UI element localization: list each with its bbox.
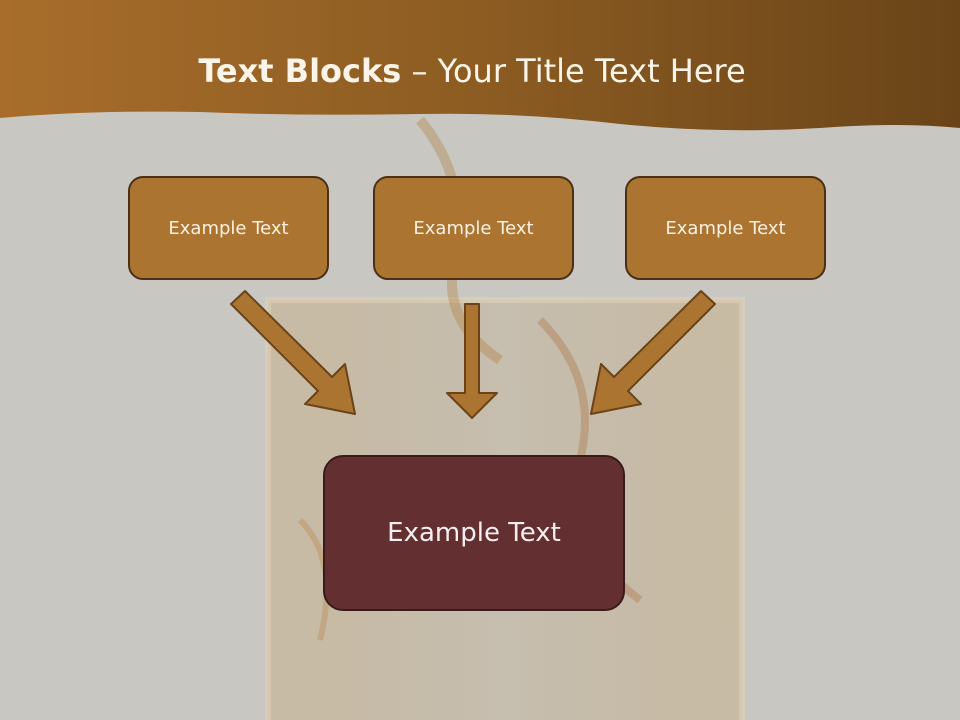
title-rest: – Your Title Text Here	[401, 52, 746, 90]
text-block-2: Example Text	[373, 176, 574, 280]
title-bold: Text Blocks	[198, 52, 402, 90]
header-banner	[0, 0, 960, 131]
text-block-1: Example Text	[128, 176, 329, 280]
text-block-3: Example Text	[625, 176, 826, 280]
arrow-right	[590, 290, 716, 415]
arrow-center	[446, 303, 498, 419]
arrow-left	[230, 290, 356, 415]
text-block-main: Example Text	[323, 455, 625, 611]
page-title: Text Blocks – Your Title Text Here	[0, 52, 944, 90]
